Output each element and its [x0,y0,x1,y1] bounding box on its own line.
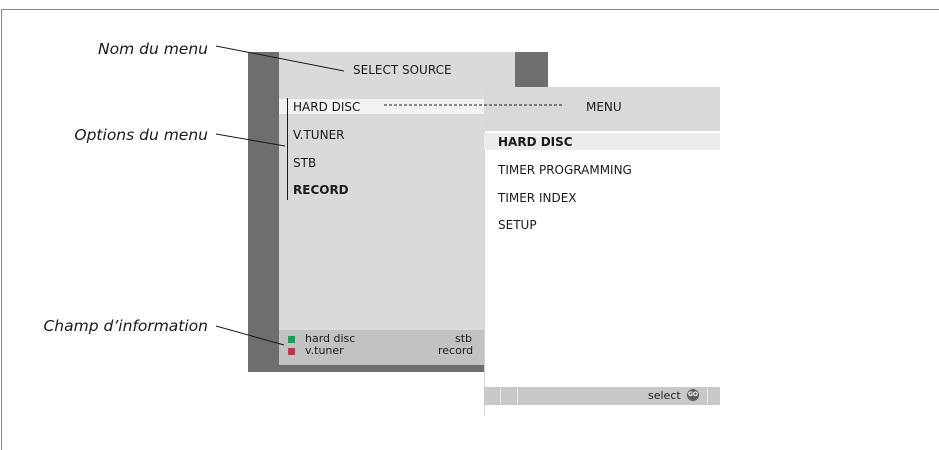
green-button-icon [288,336,295,343]
source-menu-left-bar [248,52,279,372]
main-option-timer-programming[interactable]: TIMER PROGRAMMING [498,163,632,177]
footer-divider [707,387,708,405]
source-option-record[interactable]: RECORD [293,183,349,197]
main-menu-header [484,87,720,131]
main-option-hard-disc[interactable]: HARD DISC [498,135,573,149]
annotation-menu-options: Options du menu [74,126,208,144]
info-green-label: hard disc [305,332,356,345]
footer-divider [500,387,501,405]
info-red-right: record [438,344,474,357]
source-menu-title: SELECT SOURCE [353,63,452,77]
info-field [279,330,485,365]
source-option-vtuner[interactable]: V.TUNER [293,128,345,142]
select-label: select [648,389,681,402]
info-red-label: v.tuner [305,344,344,357]
leader-menu-options [215,133,286,147]
info-green-right: stb [455,332,473,345]
go-button-icon[interactable]: GO [687,389,699,401]
footer-divider [517,387,518,405]
source-menu-highlight [279,99,485,114]
figure-frame [1,9,939,450]
leader-menu-name [215,45,345,72]
main-menu-highlight [484,133,720,150]
source-option-hard-disc[interactable]: HARD DISC [293,100,361,114]
main-option-timer-index[interactable]: TIMER INDEX [498,191,577,205]
leader-info-field [215,325,285,346]
main-menu-title: MENU [586,100,622,114]
annotation-info-field: Champ d’information [43,317,208,335]
options-bracket-line [287,98,288,200]
red-button-icon [288,348,295,355]
source-menu-bottom-bar [248,365,548,372]
main-menu-footer [484,387,720,405]
annotation-menu-name: Nom du menu [98,40,208,58]
source-option-stb[interactable]: STB [293,156,317,170]
main-option-setup[interactable]: SETUP [498,218,537,232]
